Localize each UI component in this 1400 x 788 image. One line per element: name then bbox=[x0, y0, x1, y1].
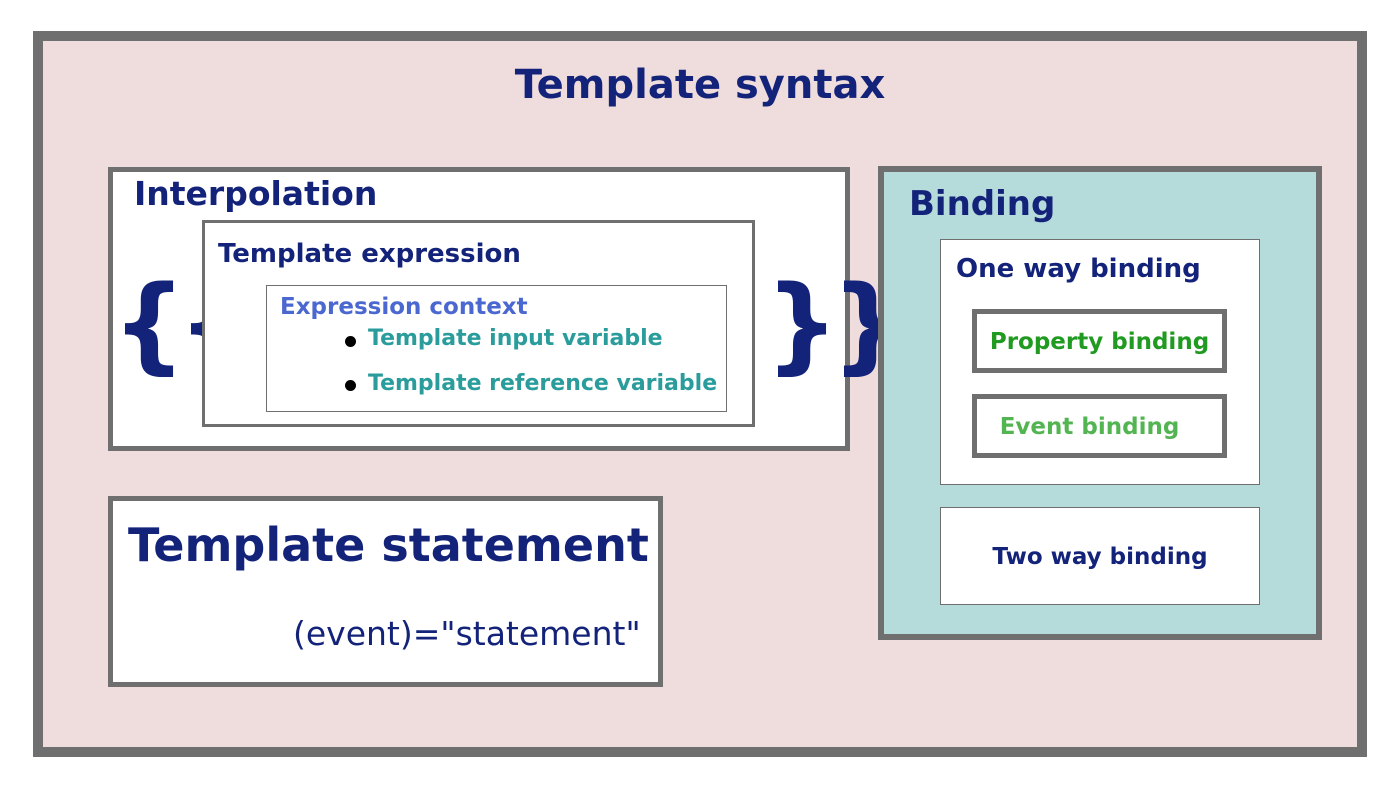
one-way-binding-title: One way binding bbox=[956, 254, 1201, 284]
template-statement-title: Template statement bbox=[128, 518, 649, 572]
event-binding-box bbox=[972, 394, 1227, 458]
template-input-variable: Template input variable bbox=[368, 326, 663, 351]
property-binding-label: Property binding bbox=[989, 329, 1210, 355]
two-way-binding-label: Two way binding bbox=[992, 544, 1208, 570]
template-statement-box bbox=[108, 496, 663, 687]
interpolation-title: Interpolation bbox=[134, 174, 378, 213]
two-way-binding-box bbox=[940, 507, 1260, 605]
expression-context-title: Expression context bbox=[280, 294, 528, 320]
template-expression-title: Template expression bbox=[218, 239, 521, 269]
binding-title: Binding bbox=[909, 184, 1056, 224]
property-binding-box bbox=[972, 309, 1227, 373]
template-reference-variable: Template reference variable bbox=[368, 371, 718, 396]
bullet-dot bbox=[345, 336, 356, 347]
template-statement-code: (event)="statement" bbox=[293, 614, 641, 653]
event-binding-label: Event binding bbox=[999, 414, 1180, 440]
diagram-title: Template syntax bbox=[514, 62, 886, 108]
expression-context-box bbox=[266, 285, 727, 412]
bullet-dot bbox=[345, 380, 356, 391]
